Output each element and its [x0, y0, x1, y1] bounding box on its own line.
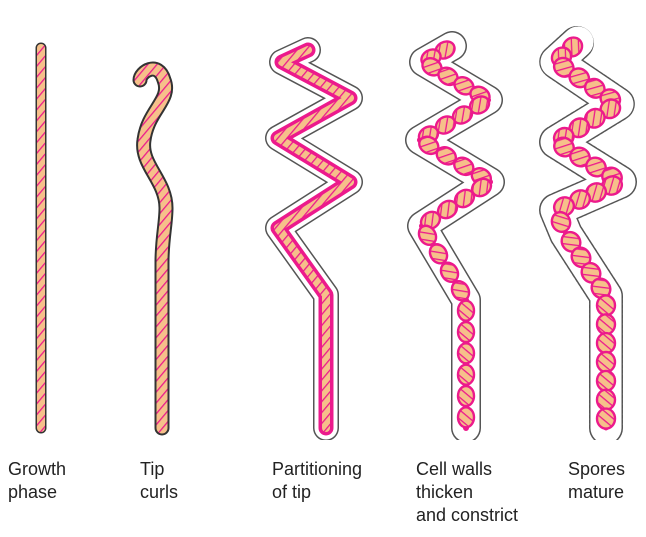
spore-cell: [597, 371, 615, 391]
hypha-spores-mature: [548, 34, 625, 429]
spore-cell: [458, 343, 474, 363]
mature-spores: [548, 34, 625, 429]
hypha-cell-walls-thicken: [416, 38, 495, 428]
spore-cell: [597, 390, 615, 410]
spore-cell: [458, 386, 474, 406]
spore-cell: [597, 409, 615, 429]
spore-cell: [458, 301, 474, 321]
label-tip-curls: Tip curls: [140, 458, 178, 504]
hypha-tip-curls: [140, 69, 166, 428]
label-partitioning-of-tip: Partitioning of tip: [272, 458, 362, 504]
sporulation-diagram: [0, 0, 646, 440]
spore-cell: [458, 365, 474, 385]
hypha-partitioning-of-tip: [278, 50, 350, 428]
spore-cell: [458, 407, 474, 427]
spore-cell: [597, 314, 615, 334]
spore-cell: [458, 322, 474, 342]
label-spores-mature: Spores mature: [568, 458, 625, 504]
spore-cell: [597, 333, 615, 353]
spore-cell: [597, 352, 615, 372]
label-growth-phase: Growth phase: [8, 458, 66, 504]
label-cell-walls-thicken: Cell walls thicken and constrict: [416, 458, 518, 527]
spore-cell: [597, 295, 615, 315]
